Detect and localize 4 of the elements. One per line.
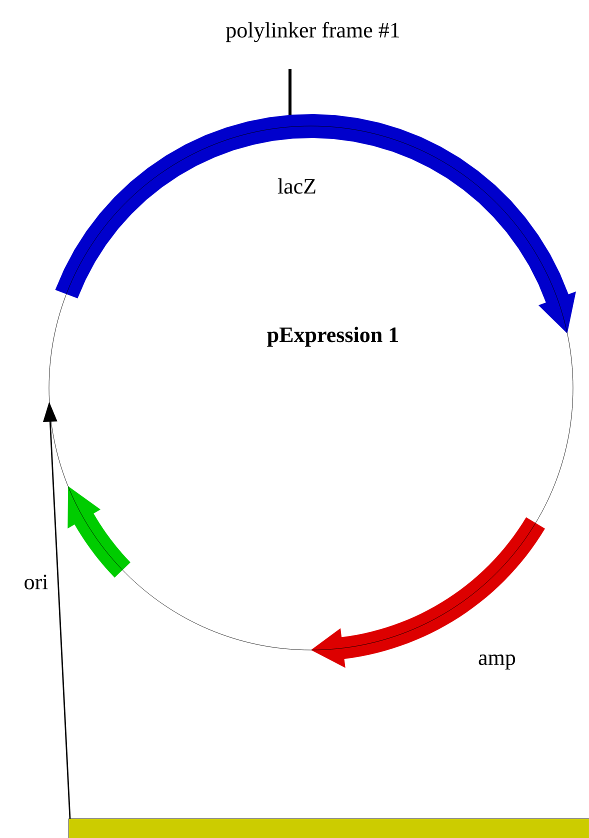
polylinker-label: polylinker frame #1 (226, 22, 400, 42)
gene-label: lacZ (278, 178, 316, 194)
panel-box (68, 818, 589, 838)
gene-label: ori (24, 574, 48, 590)
